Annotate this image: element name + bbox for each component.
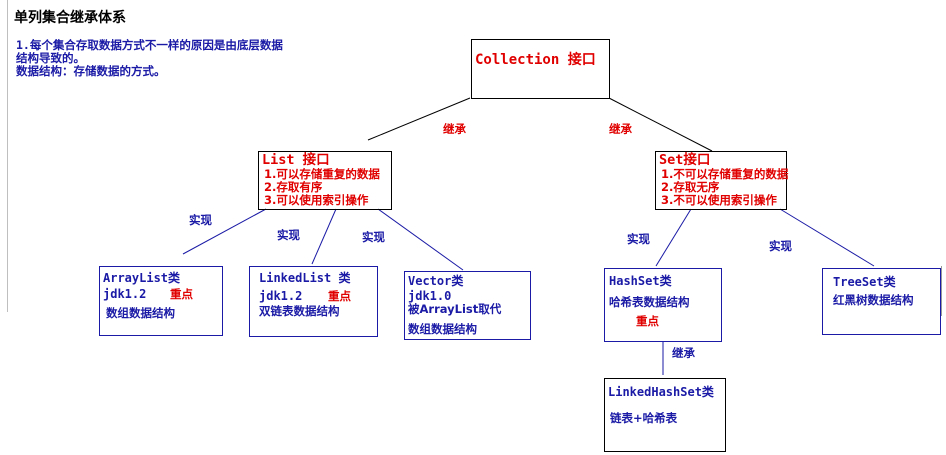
set-feature-2: 2.存取无序 (661, 180, 720, 194)
edge-list-arraylist (182, 208, 267, 255)
edge-collection-list (367, 97, 471, 141)
implement-label-hashset: 实现 (627, 232, 650, 246)
inherit-label-list: 继承 (443, 122, 466, 136)
page-title: 单列集合继承体系 (14, 10, 126, 26)
collection-label: Collection 接口 (475, 52, 596, 68)
vector-replaced-note: 被ArrayList取代 (408, 302, 502, 316)
hashset-node: HashSet类 哈希表数据结构 重点 (604, 268, 722, 342)
implement-label-treeset: 实现 (769, 239, 792, 253)
linkedhashset-structure: 链表+哈希表 (610, 411, 678, 425)
arraylist-node: ArrayList类 jdk1.2 重点 数组数据结构 (99, 266, 223, 336)
note-line-1: 1.每个集合存取数据方式不一样的原因是由底层数据 (16, 38, 283, 52)
vector-jdk: jdk1.0 (408, 289, 452, 303)
list-feature-2: 2.存取有序 (264, 180, 323, 194)
left-divider (7, 0, 8, 312)
linkedlist-key-badge: 重点 (328, 289, 351, 303)
set-feature-1: 1.不可以存储重复的数据 (661, 167, 789, 181)
linkedlist-node: LinkedList 类 jdk1.2 重点 双链表数据结构 (249, 266, 378, 337)
linkedhashset-node: LinkedHashSet类 链表+哈希表 (604, 378, 726, 452)
set-node: Set接口 1.不可以存储重复的数据 2.存取无序 3.不可以使用索引操作 (655, 151, 789, 210)
linkedlist-structure: 双链表数据结构 (259, 304, 340, 318)
set-title: Set接口 (659, 152, 711, 168)
vector-node: Vector类 jdk1.0 被ArrayList取代 数组数据结构 (404, 271, 531, 340)
linkedlist-jdk: jdk1.2 (259, 289, 303, 303)
vector-name: Vector类 (408, 274, 464, 288)
arraylist-jdk: jdk1.2 (103, 287, 147, 301)
treeset-name: TreeSet类 (833, 275, 896, 289)
edge-set-hashset (655, 208, 692, 267)
list-node: List 接口 1.可以存储重复的数据 2.存取有序 3.可以使用索引操作 (258, 151, 392, 210)
inherit-label-linkedhashset: 继承 (672, 346, 695, 360)
edge-collection-set (608, 97, 713, 152)
list-feature-1: 1.可以存储重复的数据 (264, 167, 380, 181)
arraylist-key-badge: 重点 (170, 287, 193, 301)
note-line-2: 结构导致的。 (16, 51, 85, 65)
note-line-3: 数据结构：存储数据的方式。 (16, 64, 166, 78)
treeset-structure: 红黑树数据结构 (833, 293, 914, 307)
implement-label-linkedlist: 实现 (277, 228, 300, 242)
linkedlist-name: LinkedList 类 (259, 271, 351, 285)
list-title: List 接口 (262, 152, 330, 168)
edge-set-treeset (779, 208, 875, 267)
right-divider (941, 266, 942, 316)
arraylist-structure: 数组数据结构 (106, 306, 175, 320)
list-feature-3: 3.可以使用索引操作 (264, 193, 369, 207)
collection-node: Collection 接口 (471, 39, 610, 99)
hashset-key-badge: 重点 (636, 314, 659, 328)
implement-label-arraylist: 实现 (189, 213, 212, 227)
set-feature-3: 3.不可以使用索引操作 (661, 193, 777, 207)
edge-list-linkedlist (311, 208, 337, 265)
hashset-name: HashSet类 (609, 274, 672, 288)
implement-label-vector: 实现 (362, 230, 385, 244)
arraylist-name: ArrayList类 (103, 271, 181, 285)
treeset-node: TreeSet类 红黑树数据结构 (822, 268, 941, 335)
edge-list-vector (377, 208, 464, 271)
linkedhashset-name: LinkedHashSet类 (608, 385, 714, 399)
inherit-label-set: 继承 (609, 122, 632, 136)
vector-structure: 数组数据结构 (408, 322, 477, 336)
hashset-structure: 哈希表数据结构 (609, 295, 690, 309)
